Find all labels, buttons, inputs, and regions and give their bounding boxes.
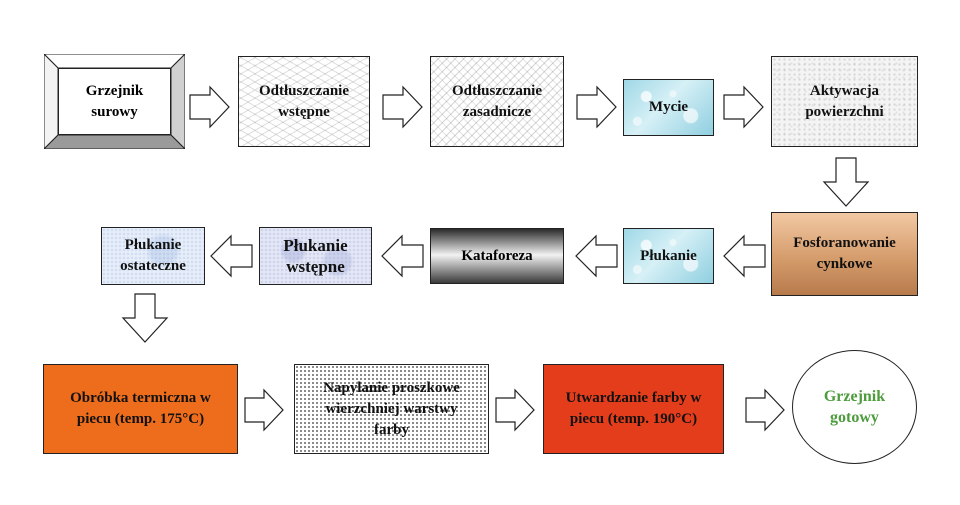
arrow-left-4 xyxy=(210,234,253,278)
arrow-right-3 xyxy=(576,85,617,129)
arrow-left-1 xyxy=(723,234,766,278)
rinse-label: Płukanie xyxy=(640,247,697,264)
arrow-left-2 xyxy=(575,234,618,278)
pre-rinse-label: Płukanie wstępne xyxy=(283,236,348,276)
main-degreasing-node: Odtłuszczanie zasadnicze xyxy=(430,56,564,147)
powder-coating-node: Napylanie proszkowe wierzchniej warstwy … xyxy=(294,364,489,454)
washing-label: Mycie xyxy=(648,99,689,115)
paint-curing-node: Utwardzanie farby w piecu (temp. 190°C) xyxy=(543,364,724,454)
finished-radiator-label: Grzejnik gotowy xyxy=(823,388,886,426)
arrow-right-1 xyxy=(189,85,230,129)
pre-rinse-node: Płukanie wstępne xyxy=(259,227,372,285)
arrow-right-6 xyxy=(495,388,535,432)
washing-node: Mycie xyxy=(623,79,714,136)
rinse-node: Płukanie xyxy=(623,228,714,284)
pre-degreasing-node: Odtłuszczanie wstępne xyxy=(238,56,370,147)
arrow-right-7 xyxy=(745,388,785,432)
arrow-left-3 xyxy=(381,234,424,278)
surface-activation-label: Aktywacja powierzchni xyxy=(805,82,884,120)
heat-treatment-label: Obróbka termiczna w piecu (temp. 175°C) xyxy=(70,390,211,427)
arrow-right-2 xyxy=(382,85,423,129)
raw-radiator-label: Grzejnik surowy xyxy=(85,82,144,120)
powder-coating-label: Napylanie proszkowe wierzchniej warstwy … xyxy=(323,379,460,438)
finished-radiator-node: Grzejnik gotowy xyxy=(792,350,917,464)
raw-radiator-label-box: Grzejnik surowy xyxy=(58,68,171,135)
zinc-phosphating-node: Fosforanowanie cynkowe xyxy=(771,212,918,296)
arrow-right-5 xyxy=(244,388,284,432)
arrow-right-4 xyxy=(723,85,764,129)
final-rinse-label: Płukanie ostateczne xyxy=(120,237,186,274)
zinc-phosphating-label: Fosforanowanie cynkowe xyxy=(793,235,896,272)
final-rinse-node: Płukanie ostateczne xyxy=(101,227,205,285)
surface-activation-node: Aktywacja powierzchni xyxy=(771,56,918,147)
main-degreasing-label: Odtłuszczanie zasadnicze xyxy=(452,82,542,120)
cataphoresis-label: Kataforeza xyxy=(461,247,533,264)
raw-radiator-node: Grzejnik surowy xyxy=(44,54,185,149)
pre-degreasing-label: Odtłuszczanie wstępne xyxy=(259,82,349,120)
arrow-down-2 xyxy=(121,293,169,343)
paint-curing-label: Utwardzanie farby w piecu (temp. 190°C) xyxy=(565,390,702,427)
arrow-down-1 xyxy=(822,157,870,207)
bevel-frame xyxy=(44,54,185,149)
cataphoresis-node: Kataforeza xyxy=(430,228,564,284)
heat-treatment-node: Obróbka termiczna w piecu (temp. 175°C) xyxy=(43,364,238,454)
